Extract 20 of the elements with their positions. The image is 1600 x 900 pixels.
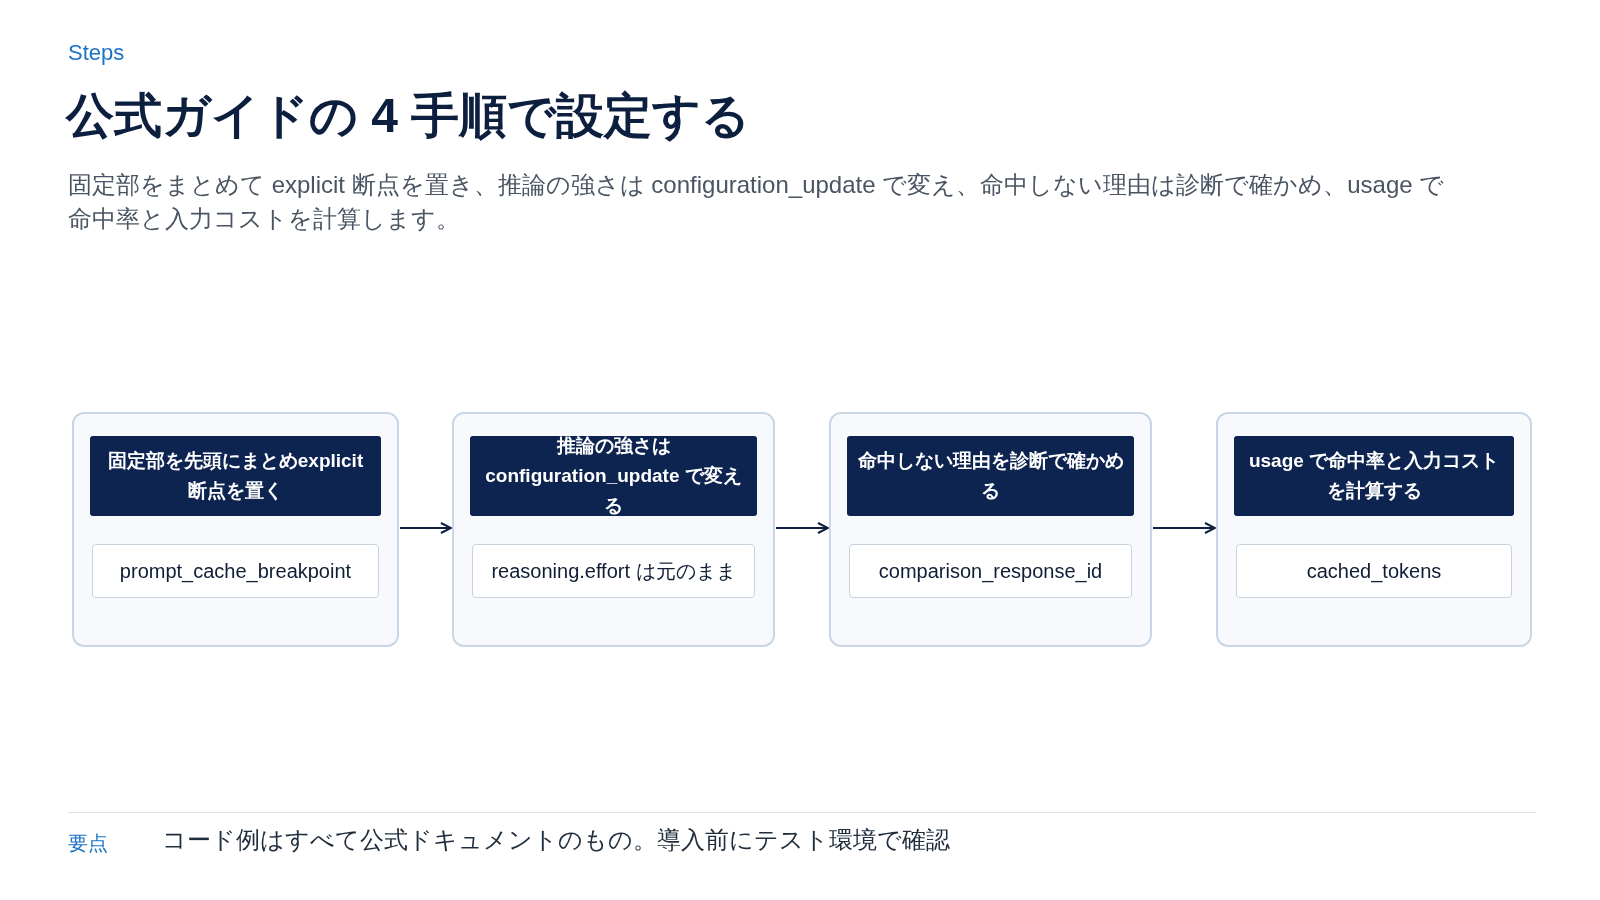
arrow xyxy=(399,522,452,534)
step-heading: 推論の強さはconfiguration_update で変える xyxy=(470,436,757,516)
arrow xyxy=(1152,522,1216,534)
step-heading: 固定部を先頭にまとめexplicit 断点を置く xyxy=(90,436,381,516)
step-heading: usage で命中率と入力コストを計算する xyxy=(1234,436,1514,516)
arrow xyxy=(775,522,829,534)
code-box: cached_tokens xyxy=(1236,544,1512,598)
step-heading: 命中しない理由を診断で確かめる xyxy=(847,436,1134,516)
code-box: prompt_cache_breakpoint xyxy=(92,544,379,598)
code-box: reasoning.effort は元のまま xyxy=(472,544,755,598)
slide-title: 公式ガイドの 4 手順で設定する xyxy=(66,88,752,144)
key-point-label: 要点 xyxy=(68,831,108,856)
slide-label: Steps xyxy=(68,40,125,66)
code-box: comparison_response_id xyxy=(849,544,1132,598)
step-card xyxy=(1216,412,1532,647)
footer-note: コード例はすべて公式ドキュメントのもの。導入前にテスト環境で確認 xyxy=(162,825,951,855)
step-card xyxy=(452,412,775,647)
step-card xyxy=(829,412,1152,647)
step-card xyxy=(72,412,399,647)
subtitle: 固定部をまとめて explicit 断点を置き、推論の強さは configuration_update で変え、命中しない理由は診断で確かめ、usage で命中率と入力コストを計算します。 xyxy=(68,170,1446,234)
